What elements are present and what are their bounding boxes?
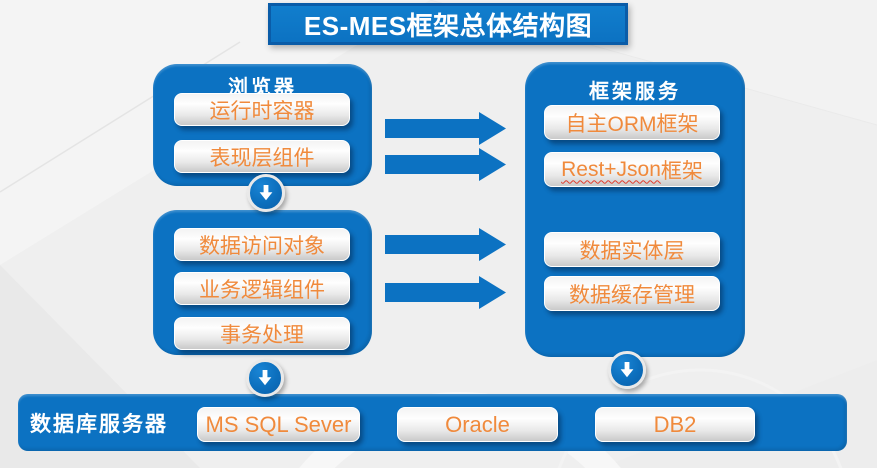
right-arrow-icon	[385, 228, 506, 261]
right-arrow-icon	[385, 276, 506, 309]
right-arrow-icon	[385, 148, 506, 181]
chip-db2: DB2	[595, 407, 755, 442]
chip-ms-sql-server: MS SQL Sever	[197, 407, 360, 442]
chip-oracle-label: Oracle	[445, 411, 510, 437]
chip-data-entity-layer-label: 数据实体层	[579, 239, 685, 263]
chip-data-access-object-label: 数据访问对象	[199, 234, 325, 258]
flow-connector-browser-to-logic	[247, 174, 285, 212]
chip-oracle: Oracle	[397, 407, 558, 442]
chip-runtime-container-label: 运行时容器	[209, 99, 315, 123]
database-server-panel-header: 数据库服务器	[30, 411, 168, 436]
chip-rest-json-framework-label-en: Rest+Json	[561, 157, 661, 181]
chip-data-cache-management: 数据缓存管理	[544, 276, 720, 311]
flow-arrow-logic-to-framework-1	[385, 228, 506, 261]
down-arrow-icon	[259, 185, 273, 201]
flow-connector-framework-to-database	[608, 351, 646, 389]
diagram-title-box: ES-MES框架总体结构图	[268, 3, 628, 45]
diagram-title: ES-MES框架总体结构图	[303, 10, 593, 41]
chip-orm-framework-label: 自主ORM框架	[565, 112, 699, 136]
down-arrow-icon	[258, 370, 272, 386]
chip-ms-sql-server-label: MS SQL Sever	[205, 411, 352, 437]
framework-services-panel-header: 框架服务	[589, 81, 681, 103]
down-arrow-icon	[620, 362, 634, 378]
chip-presentation-layer-label: 表现层组件	[209, 146, 315, 170]
chip-runtime-container: 运行时容器	[174, 93, 350, 126]
flow-arrow-logic-to-framework-2	[385, 276, 506, 309]
chip-transaction-processing: 事务处理	[174, 317, 350, 350]
chip-data-entity-layer: 数据实体层	[544, 232, 720, 267]
chip-presentation-layer: 表现层组件	[174, 140, 350, 173]
chip-data-cache-management-label: 数据缓存管理	[569, 283, 695, 307]
chip-business-logic-component-label: 业务逻辑组件	[199, 278, 325, 302]
right-arrow-icon	[385, 112, 506, 145]
chip-business-logic-component: 业务逻辑组件	[174, 272, 350, 305]
browser-panel: 浏览器 运行时容器 表现层组件	[153, 64, 372, 186]
flow-connector-logic-to-database	[246, 359, 284, 397]
database-server-panel: 数据库服务器 MS SQL Sever Oracle DB2	[18, 394, 847, 451]
chip-data-access-object: 数据访问对象	[174, 228, 350, 261]
logic-panel: 数据访问对象 业务逻辑组件 事务处理	[153, 210, 372, 355]
chip-db2-label: DB2	[653, 411, 697, 437]
chip-rest-json-framework-label-zh: 框架	[660, 159, 703, 183]
chip-transaction-processing-label: 事务处理	[220, 323, 304, 347]
flow-arrow-browser-to-framework-1	[385, 112, 506, 145]
flow-arrow-browser-to-framework-2	[385, 148, 506, 181]
chip-orm-framework: 自主ORM框架	[544, 105, 720, 140]
